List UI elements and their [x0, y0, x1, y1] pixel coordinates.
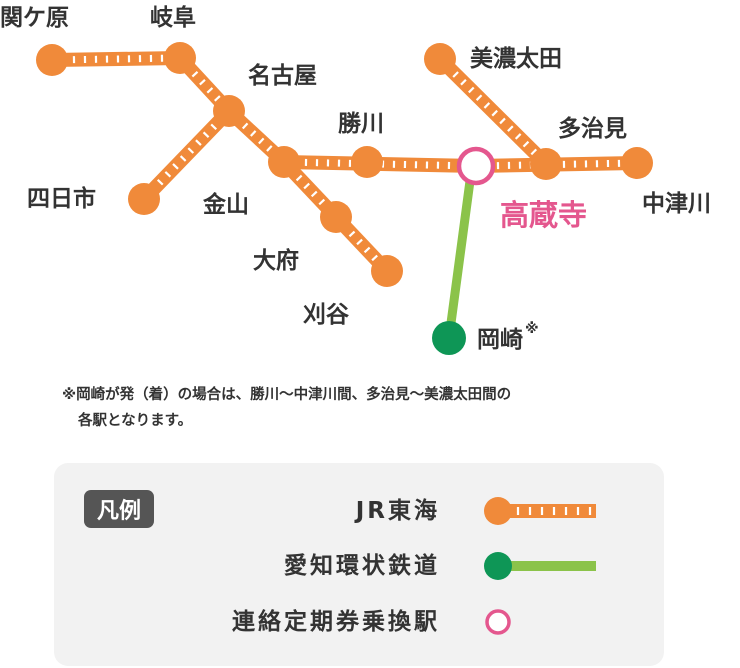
station-label-tajimi: 多治見 — [558, 115, 627, 142]
station-label-okazaki: 岡崎 — [477, 327, 523, 353]
station-label-mino-ota: 美濃太田 — [470, 45, 562, 72]
route-map: 関ケ原 岐阜 名古屋 四日市 金山 大府 刈谷 勝川 高蔵寺 美濃太田 多治見 … — [0, 4, 711, 355]
station-label-kozoji: 高蔵寺 — [500, 198, 587, 232]
station-dot-kanayama — [268, 146, 300, 178]
legend-label-transfer: 連絡定期券乗換駅 — [232, 609, 440, 635]
track-mino_ota-tajimi — [435, 54, 551, 169]
station-dot-kachigawa — [351, 146, 383, 178]
station-label-kachigawa: 勝川 — [338, 110, 384, 137]
station-dot-nagoya — [213, 95, 245, 127]
legend-symbol-jr — [484, 497, 596, 525]
footnote-line-1: ※岡崎が発（着）の場合は、勝川〜中津川間、多治見〜美濃太田間の — [62, 387, 512, 403]
station-dot-kozoji — [456, 146, 496, 186]
aichi-kanjo-line — [444, 161, 477, 343]
track-sekigahara-gifu — [51, 51, 181, 67]
station-label-nakatsugawa: 中津川 — [642, 190, 711, 217]
station-dot-obu — [320, 201, 352, 233]
station-dot-kariya — [371, 255, 403, 287]
station-label-nagoya: 名古屋 — [248, 62, 317, 89]
station-dot-yokkaichi — [128, 183, 160, 215]
station-dot-tajimi — [530, 148, 562, 180]
track-nagoya-yokkaichi — [138, 106, 235, 204]
station-label-kariya: 刈谷 — [303, 302, 350, 328]
okazaki-note-mark: ※ — [525, 321, 539, 337]
legend-box: 凡例 JR東海 愛知環状鉄道 連絡定期券乗換駅 — [54, 463, 664, 666]
station-label-yokkaichi: 四日市 — [27, 185, 96, 212]
legend-label-jr: JR東海 — [355, 498, 440, 524]
legend-symbol-aichi — [484, 552, 596, 580]
station-label-gifu: 岐阜 — [150, 4, 196, 31]
legend-title: 凡例 — [84, 490, 155, 528]
footnote: ※岡崎が発（着）の場合は、勝川〜中津川間、多治見〜美濃太田間の 各駅となります。 — [62, 382, 702, 434]
legend-symbol-transfer — [485, 609, 511, 635]
station-dot-sekigahara — [36, 44, 68, 76]
station-dot-mino_ota — [424, 43, 456, 75]
station-dot-okazaki — [432, 321, 466, 355]
station-dots — [36, 42, 653, 355]
station-label-sekigahara: 関ケ原 — [0, 5, 69, 31]
station-label-obu: 大府 — [253, 247, 299, 274]
legend-label-aichi: 愛知環状鉄道 — [284, 553, 440, 579]
station-dot-gifu — [164, 42, 196, 74]
station-dot-nakatsugawa — [621, 147, 653, 179]
footnote-line-2: 各駅となります。 — [78, 413, 193, 429]
station-label-kanayama: 金山 — [202, 191, 249, 218]
